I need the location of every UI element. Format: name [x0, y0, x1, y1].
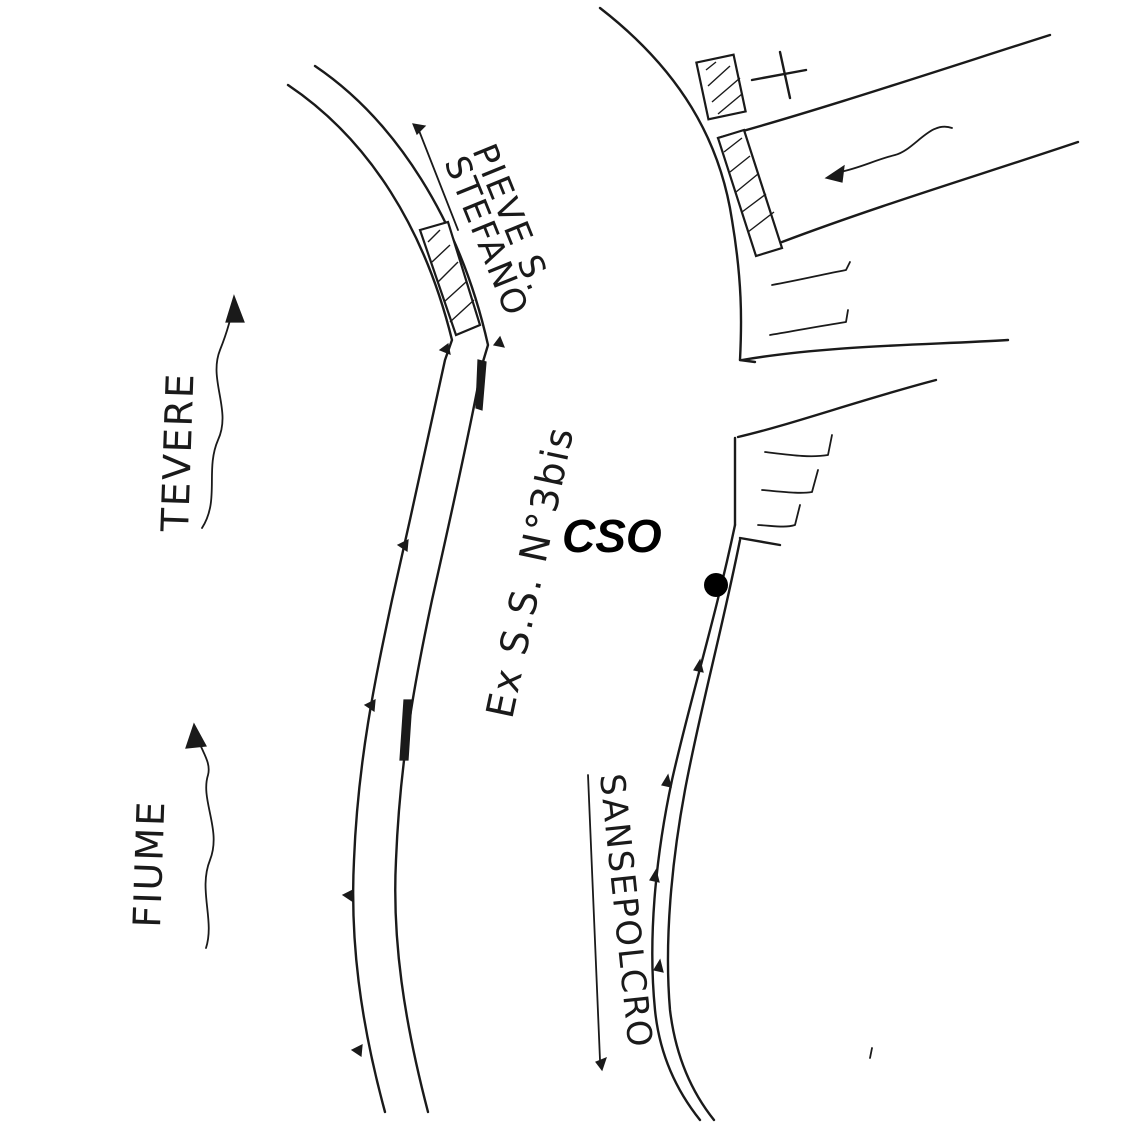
right-edge-ticks [649, 658, 704, 973]
stray-mark [869, 1047, 873, 1059]
river-flow-arrow-icon [201, 294, 245, 529]
building-right-large [716, 128, 784, 258]
river-label-bottom: FIUME [125, 799, 173, 928]
left-road-edge [286, 64, 490, 1114]
flow-arrow-icon [412, 123, 459, 231]
parking-strokes [757, 261, 851, 528]
side-street [716, 33, 1080, 439]
river-label-top: TEVERE [153, 371, 203, 533]
building-left [418, 220, 482, 337]
church-cross-icon [750, 50, 808, 100]
right-lower-road-edge [651, 436, 782, 1122]
station-dot-icon [704, 573, 728, 597]
south-arrow-icon [587, 774, 607, 1072]
station-label: CSO [562, 510, 662, 562]
building-right-small [695, 53, 747, 121]
side-street-arrow-icon [824, 125, 953, 183]
left-edge-ticks [341, 335, 505, 1058]
direction-south-label: SANSEPOLCRO [591, 772, 660, 1051]
river-flow-arrow-icon [185, 722, 215, 949]
road-label: Ex S.S. N°3bis [478, 422, 583, 722]
